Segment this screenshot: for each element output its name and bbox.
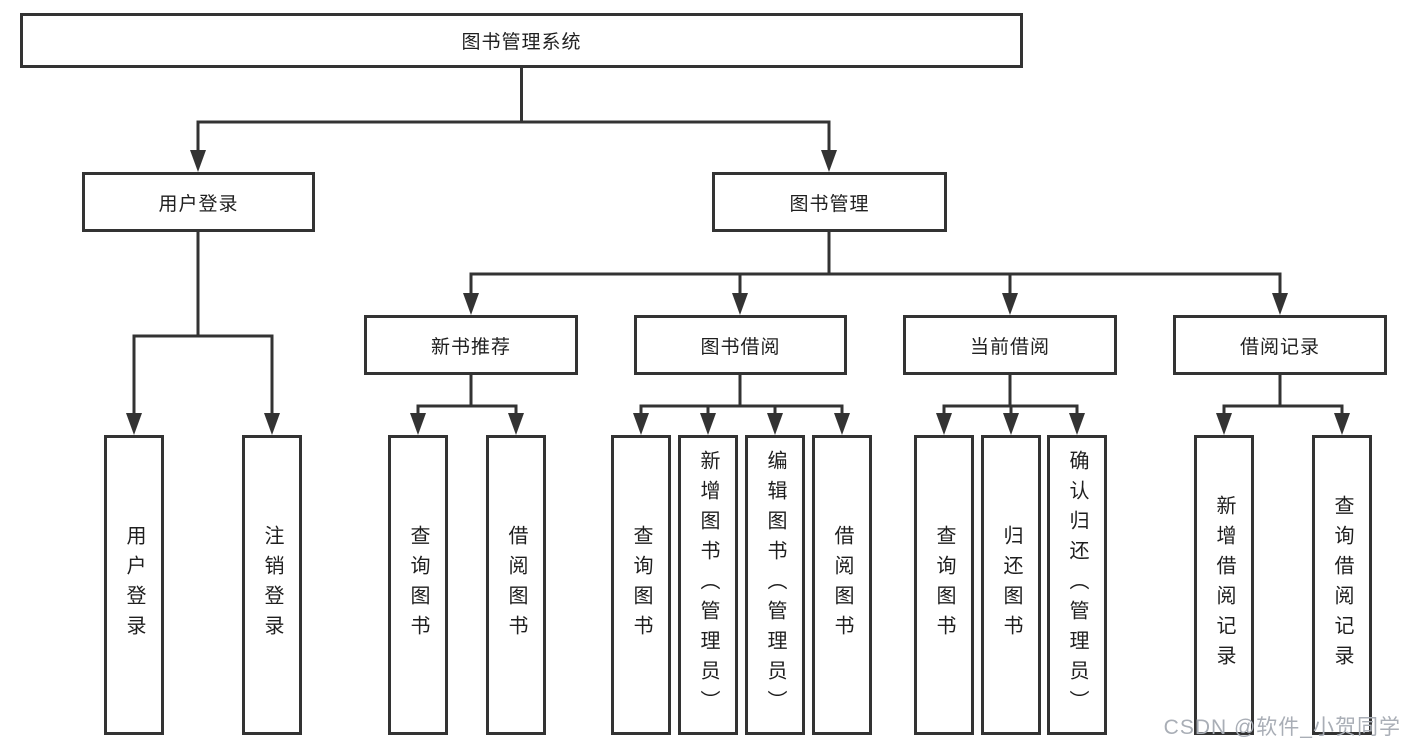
leaf-user-login-label: 用户登录 <box>123 525 145 645</box>
node-book-borrow: 图书借阅 <box>634 315 847 375</box>
leaf-add-borrow-record-label: 新增借阅记录 <box>1213 495 1235 675</box>
leaf-return-books-label: 归还图书 <box>1000 525 1022 645</box>
leaf-borrow-books-1: 借阅图书 <box>486 435 546 735</box>
leaf-query-books-3-label: 查询图书 <box>933 525 955 645</box>
node-borrow-records-label: 借阅记录 <box>1239 336 1320 358</box>
leaf-confirm-return-admin-label: 确认归还（管理员） <box>1066 450 1088 720</box>
leaf-edit-book-admin: 编辑图书（管理员） <box>745 435 805 735</box>
leaf-return-books: 归还图书 <box>981 435 1041 735</box>
leaf-add-book-admin: 新增图书（管理员） <box>678 435 738 735</box>
leaf-user-login: 用户登录 <box>104 435 164 735</box>
node-current-borrow-label: 当前借阅 <box>969 336 1050 358</box>
leaf-logout-login: 注销登录 <box>242 435 302 735</box>
leaf-query-borrow-record-label: 查询借阅记录 <box>1331 495 1353 675</box>
leaf-borrow-books-2-label: 借阅图书 <box>831 525 853 645</box>
node-book-management: 图书管理 <box>712 172 947 232</box>
node-current-borrow: 当前借阅 <box>903 315 1117 375</box>
leaf-confirm-return-admin: 确认归还（管理员） <box>1047 435 1107 735</box>
node-user-login-label: 用户登录 <box>158 193 239 215</box>
node-root: 图书管理系统 <box>20 13 1023 68</box>
node-root-label: 图书管理系统 <box>461 32 582 53</box>
leaf-query-books-1-label: 查询图书 <box>407 525 429 645</box>
watermark-text: CSDN @软件_小贺同学 <box>1163 716 1401 739</box>
leaf-edit-book-admin-label: 编辑图书（管理员） <box>764 450 786 720</box>
node-borrow-records: 借阅记录 <box>1173 315 1387 375</box>
leaf-logout-login-label: 注销登录 <box>261 525 283 645</box>
leaf-query-books-2: 查询图书 <box>611 435 671 735</box>
node-user-login: 用户登录 <box>82 172 315 232</box>
node-book-management-label: 图书管理 <box>789 193 870 215</box>
node-book-borrow-label: 图书借阅 <box>700 336 781 358</box>
leaf-borrow-books-2: 借阅图书 <box>812 435 872 735</box>
node-new-book-recommend-label: 新书推荐 <box>430 336 511 358</box>
leaf-query-books-2-label: 查询图书 <box>630 525 652 645</box>
leaf-add-borrow-record: 新增借阅记录 <box>1194 435 1254 735</box>
node-new-book-recommend: 新书推荐 <box>364 315 578 375</box>
leaf-query-borrow-record: 查询借阅记录 <box>1312 435 1372 735</box>
leaf-query-books-1: 查询图书 <box>388 435 448 735</box>
leaf-add-book-admin-label: 新增图书（管理员） <box>697 450 719 720</box>
leaf-borrow-books-1-label: 借阅图书 <box>505 525 527 645</box>
leaf-query-books-3: 查询图书 <box>914 435 974 735</box>
